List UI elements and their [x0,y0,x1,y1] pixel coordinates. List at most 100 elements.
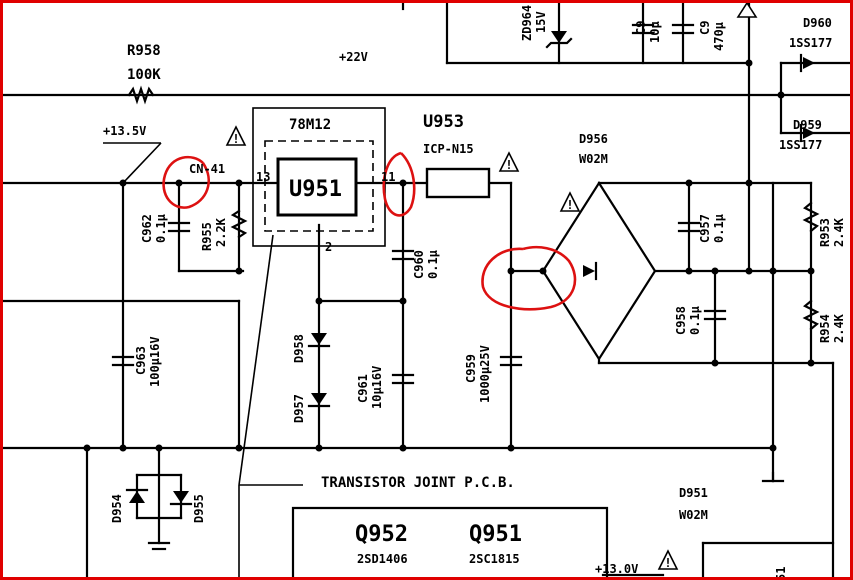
r955-ref: R955 [200,222,214,251]
c9a-ref: C9 [634,21,648,35]
c959-ref: C959 [464,354,478,383]
r953-value: 2.4K [832,217,846,247]
c961-capacitor [391,373,415,385]
annotation-circle-bridge [481,245,577,311]
annotation-circle-cn41 [162,155,210,209]
svg-text:!: ! [566,198,573,212]
u951-box [276,157,358,217]
r958-resistor [127,85,155,105]
d958-ref: D958 [292,334,306,363]
rail-13-0v: +13.0V [595,562,638,576]
d954-ref: D954 [110,494,124,523]
d958-diode [307,333,331,348]
d957-diode [307,393,331,408]
c957-capacitor [677,221,701,233]
warning-icon-1: ! [225,125,247,146]
c9a-capacitor [631,23,655,35]
c959-value: 1000µ25V [478,345,492,403]
pin-13-label: 13 [256,170,270,184]
labels: R958 100K +13.5V +22V CN-41 78M12 U951 1… [103,5,846,580]
d955-diode [169,491,193,506]
svg-text:!: ! [664,556,671,570]
r954-value: 2.4K [832,313,846,343]
d956-ref: D956 [579,132,608,146]
r954-ref: R954 [818,314,832,343]
d956-type: W02M [579,152,608,166]
r953-resistor [802,201,820,233]
rail-22v: +22V [339,50,368,64]
zd964-zener [545,31,573,49]
warning-icon-4 [736,3,758,18]
d956-bridge [541,180,657,362]
c9b-ref: C9 [698,21,712,35]
ground-icon-1 [147,541,171,551]
q951-type: 2SC1815 [469,552,520,566]
c957-ref: C957 [698,214,712,243]
c959-capacitor [499,355,523,367]
d954-diode [125,488,149,503]
c9a-value: 10µ [648,21,662,43]
u951-label: U951 [289,177,342,202]
schematic-diagram: ! ! ! ! [3,3,850,580]
c960-value: 0.1µ [426,250,440,279]
d959-ref: D959 [793,118,822,132]
q952-type: 2SD1406 [357,552,408,566]
d951-ref: D951 [679,486,708,500]
reg-dashed-box [264,140,374,232]
warning-icon-5: ! [657,549,679,570]
c963-ref: C963 [134,346,148,375]
c963-value: 100µ16V [148,336,162,387]
warning-icon-2: ! [498,151,520,172]
cn41-label: CN-41 [189,162,225,176]
svg-text:!: ! [505,158,512,172]
u953-type: ICP-N15 [423,142,474,156]
transistor-joint-label: TRANSISTOR JOINT P.C.B. [321,475,515,491]
d960-ref: D960 [803,16,832,30]
bridge-diode [583,261,598,281]
d959-diode [799,123,815,143]
d959-type: 1SS177 [779,138,822,152]
red-annotations [162,151,577,311]
c9b-value: 470µ [712,22,726,51]
c9b-capacitor [671,23,695,35]
c961-value: 10µ16V [370,366,384,409]
d951-type: W02M [679,508,708,522]
r958-ref: R958 [127,43,161,59]
r958-value: 100K [127,67,161,83]
q951-label: Q951 [469,522,522,547]
c958-value: 0.1µ [688,306,702,335]
c962-value: 0.1µ [154,214,168,243]
d960-diode [799,53,815,73]
pin-11-label: 11 [381,170,395,184]
warning-icon-3: ! [559,191,581,212]
pin-2-label: 2 [325,240,332,254]
zd964-value: 15V [534,11,548,33]
junctions [83,59,815,452]
c957-value: 0.1µ [712,214,726,243]
u953-fuse [425,167,491,199]
c958-capacitor [703,309,727,321]
reg-type-label: 78M12 [289,117,331,133]
r954-resistor [802,299,820,331]
c962-capacitor [167,221,191,233]
c958-ref: C958 [674,306,688,335]
d957-ref: D957 [292,394,306,423]
u953-label: U953 [423,112,464,132]
d955-ref: D955 [192,494,206,523]
c962-ref: C962 [140,214,154,243]
wires [3,3,850,577]
r955-resistor [230,209,248,239]
annotation-circle-pin11 [382,151,416,217]
c961-ref: C961 [356,374,370,403]
c963-capacitor [111,355,135,367]
r955-value: 2.2K [214,217,228,247]
rail-13-5v: +13.5V [103,124,146,138]
svg-text:!: ! [232,132,239,146]
d960-type: 1SS177 [789,36,832,50]
zd964-ref: ZD964 [520,5,534,41]
partial-ref-51: 51 [774,567,788,580]
q952-label: Q952 [355,522,408,547]
r953-ref: R953 [818,218,832,247]
c960-ref: C960 [412,250,426,279]
